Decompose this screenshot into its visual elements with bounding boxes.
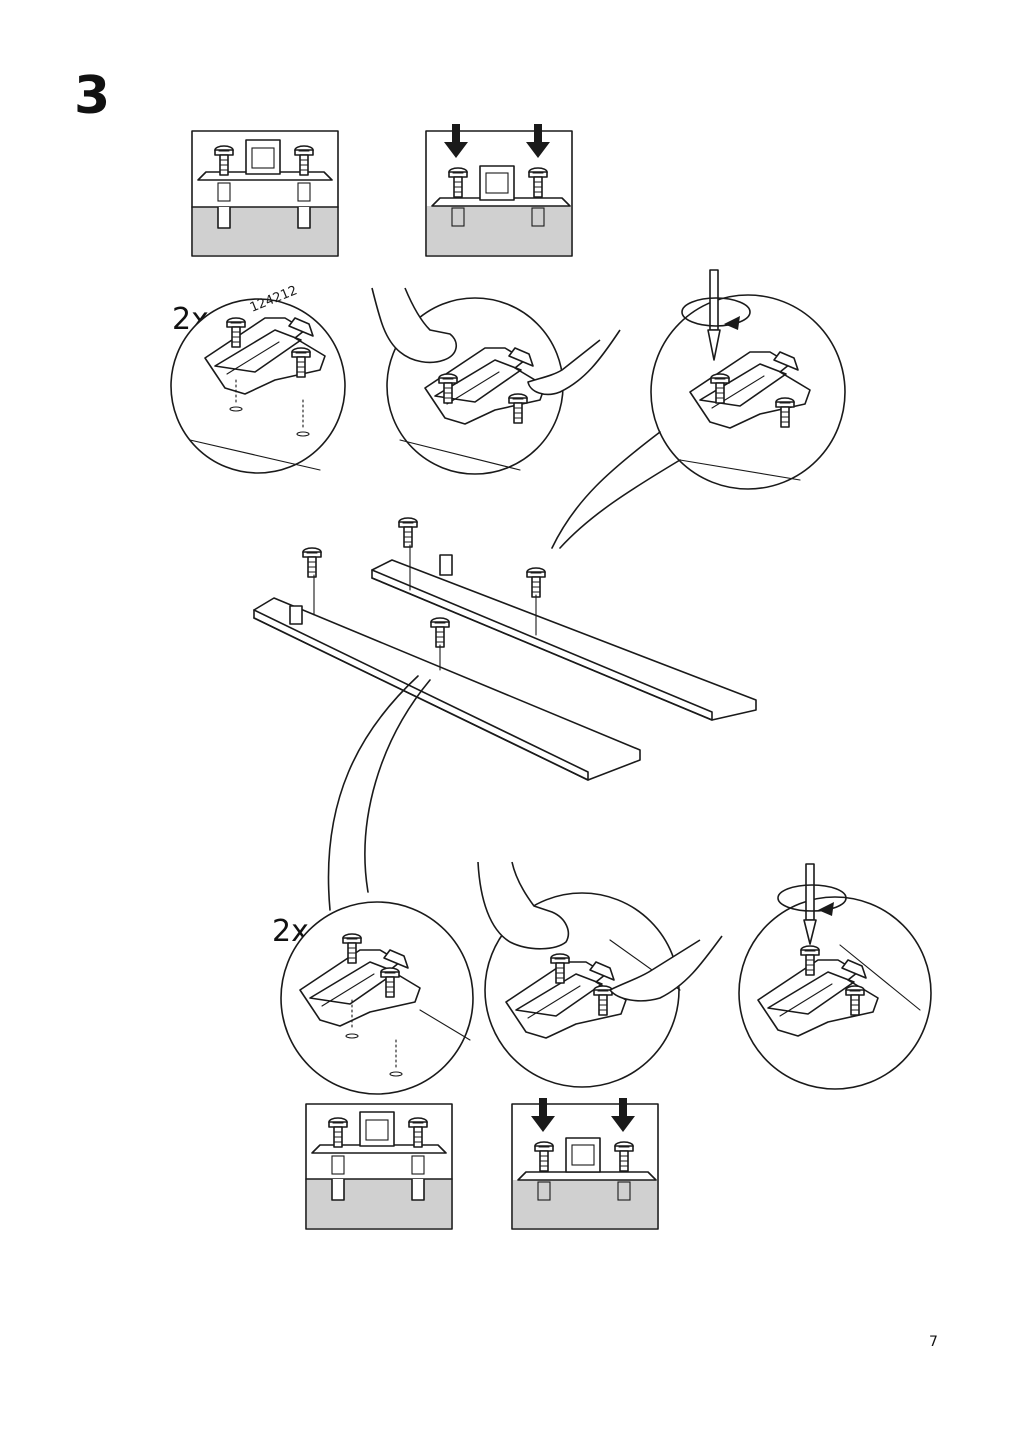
board-back: [371, 517, 757, 721]
rotate-arrow-icon: [681, 297, 751, 330]
detail-box-top-left: [191, 130, 339, 257]
detail-circle-bottom-1: [280, 901, 474, 1095]
detail-circle-top-2: [371, 287, 621, 475]
rotate-arrow-icon: [777, 884, 847, 916]
hand-icon: [371, 287, 457, 364]
detail-box-bottom-right: [511, 1098, 659, 1230]
hand-icon: [477, 861, 570, 950]
detail-circle-bottom-3: [738, 863, 932, 1090]
hand-icon: [527, 329, 621, 396]
hand-icon: [609, 935, 723, 1002]
detail-circle-top-3: [650, 269, 846, 490]
page-number: 7: [929, 1334, 938, 1350]
detail-circle-top-1: 124212: [170, 283, 346, 474]
step-number: 3: [74, 66, 111, 126]
detail-circle-bottom-2: [477, 861, 723, 1088]
screwdriver-icon: [803, 863, 817, 945]
screwdriver-icon: [707, 269, 721, 361]
detail-box-top-right: [425, 124, 573, 257]
detail-box-bottom-left: [305, 1103, 453, 1230]
